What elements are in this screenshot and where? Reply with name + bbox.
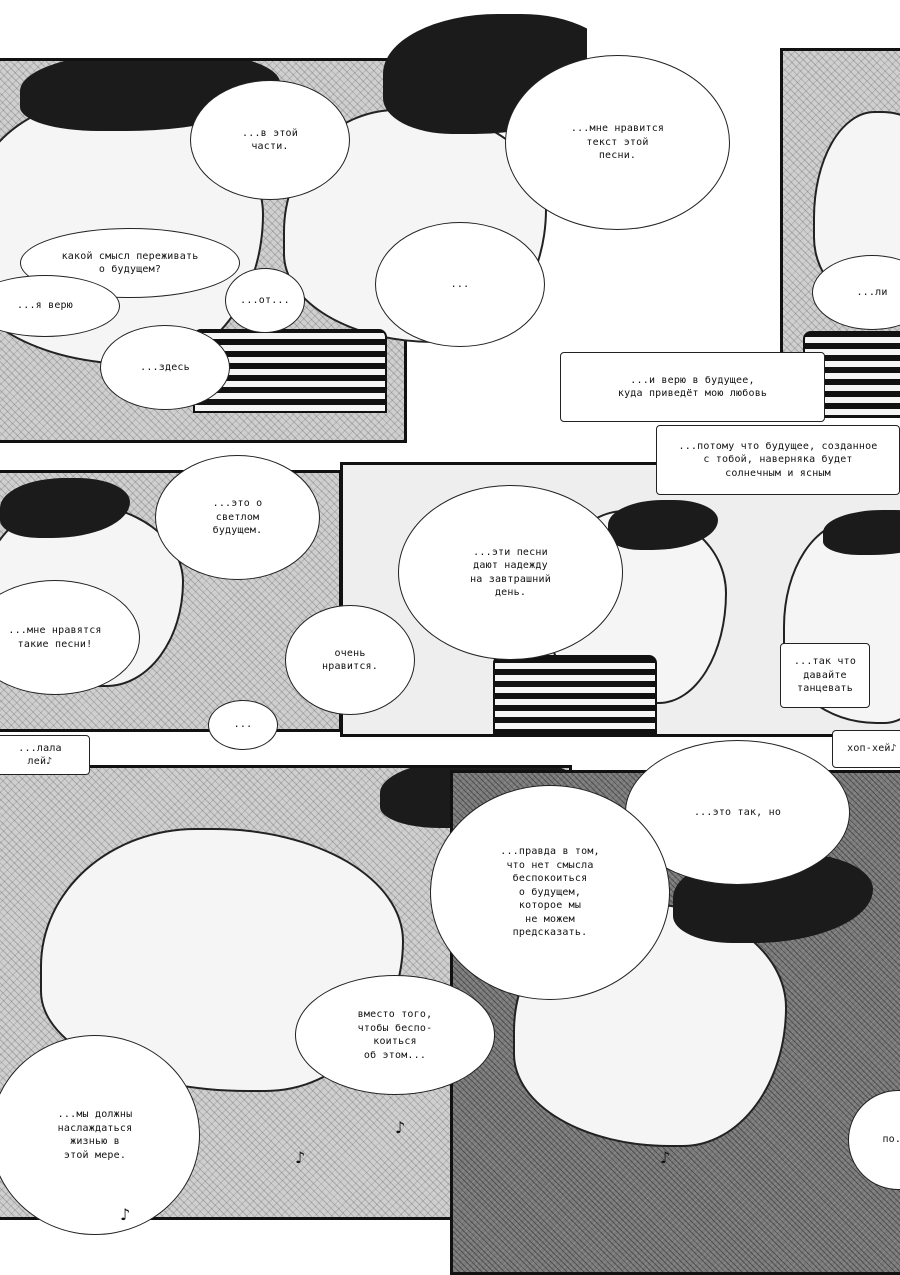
speech-text: ...правда в том, что нет смысла беспокои… [500, 846, 600, 939]
speech-bubble-8: ...здесь [100, 325, 230, 410]
music-note-icon: ♪ [660, 1148, 671, 1167]
character-hair [823, 510, 900, 555]
speech-bubble-6: ... [375, 222, 545, 347]
speech-text: ... [450, 278, 470, 290]
speech-bubble-4: ...я верю [0, 275, 120, 337]
music-note-icon: ♪ [295, 1148, 306, 1167]
speech-bubble-5: ...от... [225, 268, 305, 333]
speech-bubble-12: ...эти песни дают надежду на завтрашний … [398, 485, 623, 660]
speech-bubble-13: ...мне нравятся такие песни! [0, 580, 140, 695]
speech-text: ...лала лей♪ [18, 742, 62, 768]
speech-text: вместо того, чтобы беспо- коиться об это… [357, 1009, 433, 1061]
music-note-icon: ♪ [120, 1205, 131, 1224]
speech-text: ...от... [240, 294, 290, 306]
speech-text: ...так что давайте танцевать [793, 656, 857, 695]
speech-bubble-19: ...это так, но [625, 740, 850, 885]
speech-text: ...мы должны наслаждаться жизнью в этой … [57, 1109, 133, 1161]
speech-bubble-11: ...это о светлом будущем. [155, 455, 320, 580]
speech-text: какой смысл переживать о будущем? [61, 250, 199, 276]
speech-text: хоп-хей♪ [847, 743, 897, 755]
speech-text: по... [882, 1134, 900, 1146]
speech-bubble-14: очень нравится. [285, 605, 415, 715]
speech-text: ...и верю в будущее, куда приведёт мою л… [617, 374, 768, 400]
speech-text: ...мне нравится текст этой песни. [570, 123, 665, 162]
speech-bubble-1: ...в этой части. [190, 80, 350, 200]
speech-bubble-9: ...и верю в будущее, куда приведёт мою л… [560, 352, 825, 422]
speech-text: ...мне нравятся такие песни! [8, 625, 102, 650]
speech-bubble-20: ...правда в том, что нет смысла беспокои… [430, 785, 670, 1000]
speech-bubble-17: ...лала лей♪ [0, 735, 90, 775]
speech-text: очень нравится. [322, 647, 378, 673]
speech-text: ... [233, 719, 253, 731]
speech-bubble-18: хоп-хей♪ [832, 730, 900, 768]
speech-bubble-2: ...мне нравится текст этой песни. [505, 55, 730, 230]
speech-text: ...потому что будущее, созданное с тобой… [678, 440, 878, 479]
music-note-icon: ♪ [395, 1118, 406, 1137]
speech-text: ...это о светлом будущем. [212, 498, 263, 537]
speech-text: ...эти песни дают надежду на завтрашний … [470, 546, 551, 599]
speech-bubble-15: ...так что давайте танцевать [780, 643, 870, 708]
speech-bubble-10: ...потому что будущее, созданное с тобой… [656, 425, 900, 495]
striped-shirt [493, 655, 657, 734]
speech-text: ...ли [856, 286, 888, 298]
speech-text: ...в этой части. [242, 127, 298, 153]
speech-bubble-22: ...мы должны наслаждаться жизнью в этой … [0, 1035, 200, 1235]
speech-text: ...это так, но [693, 806, 782, 818]
speech-text: ...здесь [140, 361, 190, 373]
speech-text: ...я верю [17, 300, 73, 312]
speech-bubble-21: вместо того, чтобы беспо- коиться об это… [295, 975, 495, 1095]
speech-bubble-16: ... [208, 700, 278, 750]
